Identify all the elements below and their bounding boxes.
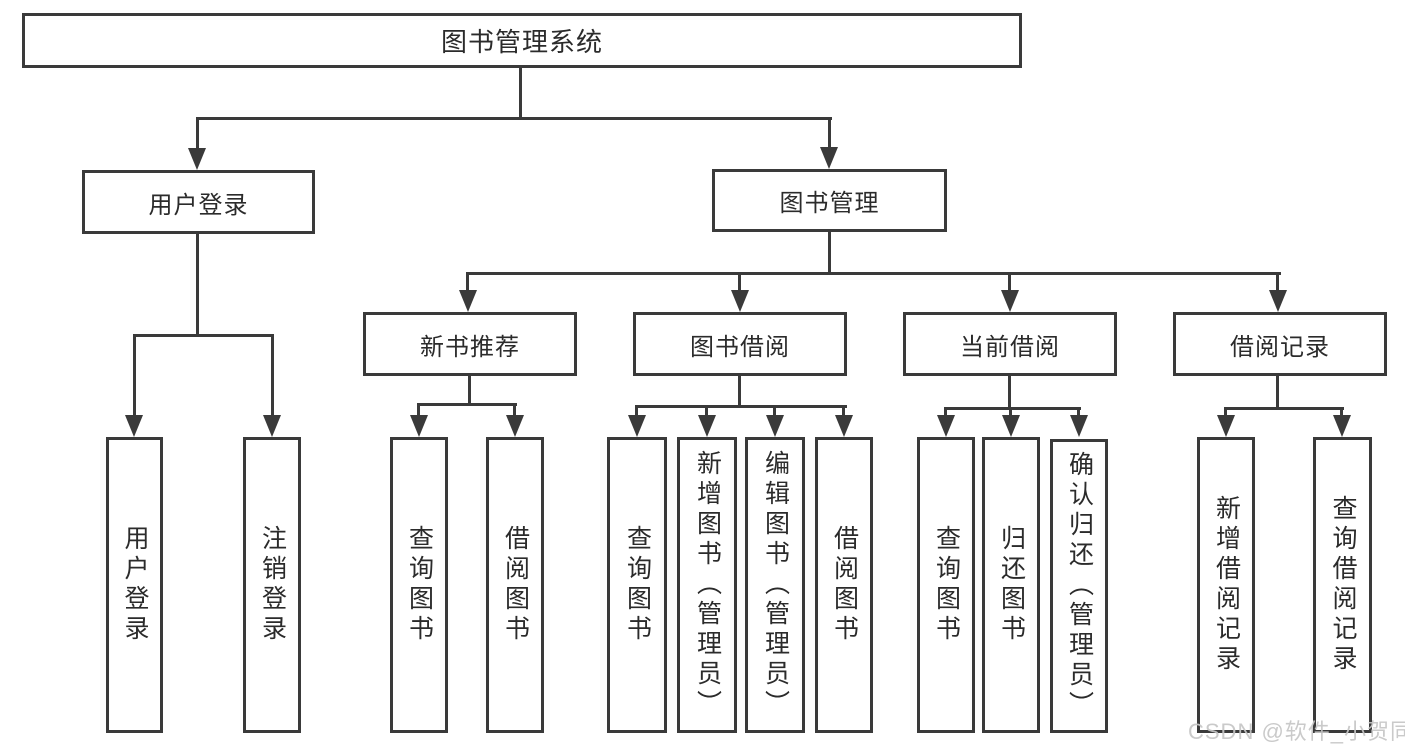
arrowhead-icon [835, 415, 853, 437]
node-label: 借阅图书 [501, 525, 530, 645]
connector-line [635, 405, 847, 408]
connector-line [1008, 272, 1011, 292]
arrowhead-icon [1001, 290, 1019, 312]
connector-line [133, 334, 274, 337]
connector-line [466, 272, 469, 292]
node-label: 查询图书 [405, 525, 434, 645]
arrowhead-icon [506, 415, 524, 437]
node-label: 归还图书 [997, 525, 1026, 645]
node-label: 图书管理 [779, 190, 880, 217]
node-new-book-recommendation: 新书推荐 [363, 312, 577, 376]
leaf-query-books-current: 查询图书 [917, 437, 975, 733]
node-label: 新增借阅记录 [1212, 495, 1241, 675]
node-current-borrowing: 当前借阅 [903, 312, 1117, 376]
arrowhead-icon [1333, 415, 1351, 437]
connector-line [417, 403, 420, 417]
arrowhead-icon [1070, 415, 1088, 437]
connector-line [1008, 376, 1011, 409]
node-label: 确认归还（管理员） [1065, 451, 1094, 721]
arrowhead-icon [459, 290, 477, 312]
arrowhead-icon [766, 415, 784, 437]
connector-line [133, 334, 136, 417]
leaf-borrow-books: 借阅图书 [815, 437, 873, 733]
node-label: 图书借阅 [690, 333, 790, 361]
node-label: 新书推荐 [420, 333, 520, 361]
leaf-edit-books-admin: 编辑图书（管理员） [745, 437, 805, 733]
connector-line [773, 405, 776, 417]
connector-line [417, 403, 517, 406]
connector-line [738, 376, 741, 408]
leaf-add-borrow-record: 新增借阅记录 [1197, 437, 1255, 733]
leaf-query-books-recommend: 查询图书 [390, 437, 448, 733]
connector-line [828, 232, 831, 275]
connector-line [1077, 407, 1080, 417]
connector-line [466, 272, 1281, 275]
node-label: 注销登录 [258, 525, 287, 645]
csdn-watermark: CSDN @软件_小贺同学 [1188, 719, 1405, 744]
arrowhead-icon [698, 415, 716, 437]
node-label: 图书管理系统 [440, 27, 603, 57]
connector-line [842, 405, 845, 417]
arrowhead-icon [125, 415, 143, 437]
node-label: 用户登录 [121, 525, 149, 645]
connector-line [1224, 407, 1344, 410]
leaf-confirm-return-admin: 确认归还（管理员） [1050, 439, 1108, 733]
connector-line [635, 405, 638, 417]
node-label: 查询图书 [932, 525, 961, 645]
connector-line [705, 405, 708, 417]
arrowhead-icon [731, 290, 749, 312]
arrowhead-icon [1217, 415, 1235, 437]
node-label: 查询图书 [623, 525, 652, 645]
arrowhead-icon [1002, 415, 1020, 437]
node-label: 查询借阅记录 [1329, 495, 1357, 675]
node-label: 当前借阅 [960, 333, 1060, 361]
arrowhead-icon [1269, 290, 1287, 312]
node-user-login: 用户登录 [82, 170, 315, 234]
connector-line [944, 407, 1081, 410]
connector-line [1224, 407, 1227, 417]
leaf-query-borrow-record: 查询借阅记录 [1313, 437, 1372, 733]
node-book-borrowing: 图书借阅 [633, 312, 847, 376]
leaf-add-books-admin: 新增图书（管理员） [677, 437, 737, 733]
connector-line [1276, 272, 1279, 292]
node-label: 新增图书（管理员） [693, 450, 722, 720]
arrowhead-icon [188, 148, 206, 170]
node-borrowing-records: 借阅记录 [1173, 312, 1387, 376]
node-label: 借阅图书 [830, 525, 859, 645]
connector-line [196, 117, 199, 150]
node-library-management-system: 图书管理系统 [22, 13, 1022, 68]
connector-line [944, 407, 947, 417]
connector-line [196, 234, 199, 337]
arrowhead-icon [410, 415, 428, 437]
leaf-return-books: 归还图书 [982, 437, 1040, 733]
arrowhead-icon [628, 415, 646, 437]
node-book-management: 图书管理 [712, 169, 947, 232]
arrowhead-icon [263, 415, 281, 437]
connector-line [468, 376, 471, 406]
node-label: 借阅记录 [1230, 333, 1330, 361]
node-label: 用户登录 [148, 191, 249, 219]
connector-line [1276, 376, 1279, 409]
connector-line [828, 117, 831, 149]
connector-line [1009, 407, 1012, 417]
leaf-logout: 注销登录 [243, 437, 301, 733]
leaf-query-books-borrowing: 查询图书 [607, 437, 667, 733]
connector-line [738, 272, 741, 292]
leaf-user-login: 用户登录 [106, 437, 163, 733]
arrowhead-icon [937, 415, 955, 437]
connector-line [196, 117, 832, 120]
connector-line [519, 68, 522, 120]
leaf-borrow-books-recommend: 借阅图书 [486, 437, 544, 733]
arrowhead-icon [820, 147, 838, 169]
connector-line [271, 334, 274, 417]
node-label: 编辑图书（管理员） [761, 450, 790, 720]
connector-line [513, 403, 516, 417]
connector-line [1340, 407, 1343, 417]
